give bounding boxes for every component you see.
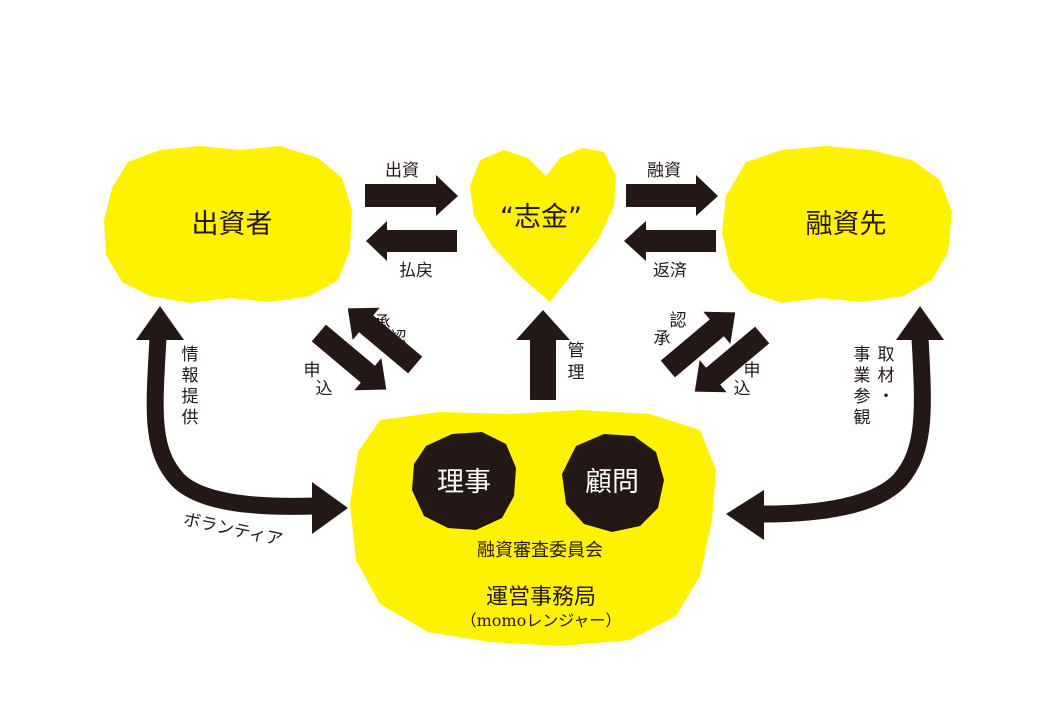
refund-arrow [366,221,457,261]
invest-label: 出資 [385,161,419,181]
apply-right-label-1: 申 [744,361,761,381]
director-label: 理事 [437,467,491,498]
manage-label-1: 管 [568,341,585,361]
interview-col2-label-1: 事 [854,345,871,365]
interview-col1-label-3: ・ [878,387,895,407]
interview-col2-label-3: 参 [854,387,871,407]
info-label-2: 報 [182,366,199,386]
repay-arrow [624,221,716,261]
interview-col2-label-2: 業 [854,366,871,386]
info-arrowhead [136,306,184,340]
committee-label: 融資審査委員会 [477,540,603,561]
borrower-label: 融資先 [806,209,887,240]
interview-col1-label-2: 材 [878,366,895,386]
volunteer-label: ボランティア [182,510,285,551]
info-volunteer-curve [146,329,323,515]
interview-col2-label-4: 観 [854,408,871,428]
approve-left-arrow [347,307,423,374]
approve-right-arrow [660,311,736,378]
loan-label: 融資 [647,161,681,181]
approve-right-label-1: 承 [654,329,671,349]
advisor-label: 顧問 [585,467,639,498]
repay-label: 返済 [653,261,687,281]
approve-left-label-2: 認 [390,329,407,349]
volunteer-arrowhead [312,482,348,534]
apply-right-label-2: 込 [734,379,751,399]
office-label: 運営事務局 [486,585,596,610]
apply-left-arrow [311,324,387,391]
loan-arrow [626,175,718,216]
apply-left-label-1: 申 [304,361,321,381]
info-label-1: 情 [182,345,199,365]
investor-node [104,146,352,303]
advisor-node [562,434,664,532]
approve-left-label-1: 承 [374,313,391,333]
apply-right-arrow [694,326,770,393]
manage-label-2: 理 [568,363,585,383]
manage-arrow [516,310,570,400]
invest-arrow [365,175,458,216]
interview-arrowhead-top [896,306,944,340]
approve-right-label-2: 認 [670,311,687,331]
apply-left-label-2: 込 [316,379,333,399]
shikin-heart-node [470,148,616,302]
interview-col1-label-1: 取 [878,345,895,365]
shikin-label: “志金” [500,202,582,233]
borrower-node [722,146,952,303]
info-label-3: 提 [182,387,199,407]
investor-label: 出資者 [192,209,273,240]
office-sub-label: （momoレンジャー） [461,611,622,630]
interview-curve [755,329,931,523]
director-node [412,432,516,530]
interview-arrowhead-left [726,490,764,540]
info-label-4: 供 [182,408,199,428]
refund-label: 払戻 [399,261,433,281]
